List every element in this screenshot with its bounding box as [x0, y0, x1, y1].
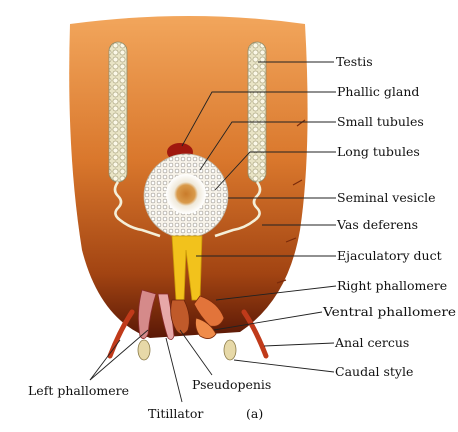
- label-right-phallomere: Right phallomere: [337, 278, 447, 293]
- label-seminal-vesicle: Seminal vesicle: [337, 190, 436, 205]
- label-long-tubules: Long tubules: [337, 144, 420, 159]
- label-titillator: Titillator: [148, 406, 203, 421]
- label-phallic-gland: Phallic gland: [337, 84, 419, 99]
- figure-caption: (a): [246, 406, 263, 421]
- label-vas-deferens: Vas deferens: [336, 217, 418, 232]
- seminal-vesicle-core: [166, 174, 206, 214]
- label-left-phallomere: Left phallomere: [28, 383, 129, 398]
- right-testis: [248, 42, 266, 182]
- leader-caudal-style: [234, 360, 334, 372]
- leader-anal-cercus: [264, 343, 334, 346]
- label-anal-cercus: Anal cercus: [334, 335, 409, 350]
- label-ejaculatory-duct: Ejaculatory duct: [337, 248, 442, 263]
- label-pseudopenis: Pseudopenis: [192, 377, 271, 392]
- left-testis: [109, 42, 127, 182]
- leader-left-phallomere-1: [90, 340, 120, 380]
- leader-titillator: [166, 338, 182, 402]
- right-caudal-style: [224, 340, 236, 360]
- left-caudal-style: [138, 340, 150, 360]
- label-small-tubules: Small tubules: [337, 114, 424, 129]
- label-testis: Testis: [336, 54, 373, 69]
- label-caudal-style: Caudal style: [335, 364, 413, 379]
- label-ventral-phallomere: Ventral phallomere: [322, 304, 456, 319]
